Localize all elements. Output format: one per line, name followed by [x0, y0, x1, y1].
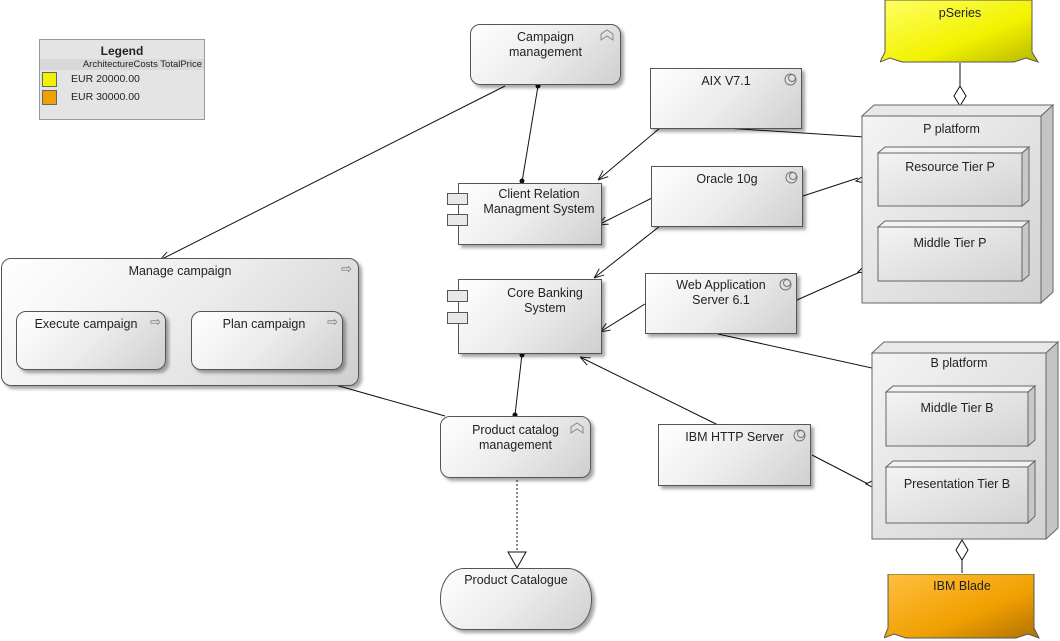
diamond-blade: [955, 539, 969, 561]
product-catalog-management-node[interactable]: Product catalog management: [440, 416, 591, 478]
product-catalogue-node[interactable]: Product Catalogue: [440, 568, 592, 630]
node-label: Client Relation Managment System: [483, 187, 595, 216]
b-platform-label: B platform: [930, 356, 988, 370]
middle-tier-p-node[interactable]: [876, 220, 1031, 284]
edge-aix-to-crm: [598, 127, 661, 180]
ibm-blade-device-node[interactable]: [884, 574, 1040, 641]
node-label: Campaign management: [509, 30, 582, 59]
function-icon: [570, 422, 584, 434]
legend-subtitle: ArchitectureCosts TotalPrice: [40, 59, 204, 70]
node-label: Product Catalogue: [464, 573, 568, 587]
edge-was-to-middlep: [796, 271, 861, 301]
node-label: IBM HTTP Server: [685, 430, 784, 444]
system-software-icon: [785, 171, 798, 184]
oracle-system-software-node[interactable]: Oracle 10g: [651, 166, 803, 227]
system-software-icon: [784, 73, 797, 86]
edge-campaign-to-manage: [160, 85, 506, 260]
legend-entry: EUR 20000.00: [40, 70, 204, 88]
edge-http-to-presentation: [811, 454, 869, 485]
legend-swatch-orange: [42, 90, 57, 105]
legend: Legend ArchitectureCosts TotalPrice EUR …: [39, 39, 205, 120]
web-application-server-node[interactable]: Web Application Server 6.1: [645, 273, 797, 334]
edge-core-to-catalog: [514, 353, 523, 416]
plan-campaign-process-node[interactable]: Plan campaign ⇨: [191, 311, 343, 370]
ibm-http-server-node[interactable]: IBM HTTP Server: [658, 424, 811, 486]
crm-component-node[interactable]: Client Relation Managment System: [458, 183, 602, 245]
process-icon: ⇨: [327, 314, 338, 329]
component-icon: [447, 290, 468, 302]
function-icon: [600, 29, 614, 41]
resource-tier-p-node[interactable]: [876, 146, 1031, 209]
node-label: Manage campaign: [128, 264, 232, 278]
presentation-tier-b-label: Presentation Tier B: [903, 477, 1011, 491]
pseries-label: pSeries: [938, 6, 982, 20]
execute-campaign-process-node[interactable]: Execute campaign ⇨: [16, 311, 166, 370]
legend-entry-label: EUR 30000.00: [71, 91, 140, 103]
middle-tier-b-node[interactable]: [884, 385, 1037, 449]
node-label: Core Banking System: [507, 286, 583, 315]
edge-oracle-to-core: [594, 225, 661, 278]
edge-was-to-core: [600, 303, 646, 332]
pseries-device-node[interactable]: [880, 0, 1040, 66]
component-icon: [447, 214, 468, 226]
legend-swatch-yellow: [42, 72, 57, 87]
ibm-blade-label: IBM Blade: [933, 579, 991, 593]
component-icon: [447, 312, 468, 324]
core-banking-component-node[interactable]: Core Banking System: [458, 279, 602, 354]
node-label: Execute campaign: [34, 317, 138, 331]
presentation-tier-b-node[interactable]: [884, 460, 1037, 526]
system-software-icon: [779, 278, 792, 291]
middle-tier-b-label: Middle Tier B: [920, 401, 994, 415]
node-label: Oracle 10g: [696, 172, 758, 186]
legend-entry: EUR 30000.00: [40, 88, 204, 106]
system-software-icon: [793, 429, 806, 442]
resource-tier-p-label: Resource Tier P: [905, 160, 995, 174]
node-label: Plan campaign: [222, 317, 306, 331]
diamond-pseries: [953, 85, 967, 107]
component-icon: [447, 193, 468, 205]
middle-tier-p-label: Middle Tier P: [913, 236, 987, 250]
node-label: Web Application Server 6.1: [676, 278, 766, 307]
legend-title: Legend: [100, 44, 144, 58]
edge-oracle-to-crm: [598, 197, 653, 225]
realization-arrowhead: [507, 551, 527, 570]
node-label: AIX V7.1: [701, 74, 751, 88]
process-icon: ⇨: [341, 261, 352, 276]
p-platform-label: P platform: [923, 122, 980, 136]
edge-http-to-core: [580, 357, 719, 426]
aix-system-software-node[interactable]: AIX V7.1: [650, 68, 802, 129]
legend-entry-label: EUR 20000.00: [71, 73, 140, 85]
edge-oracle-to-resource: [802, 177, 859, 197]
process-icon: ⇨: [150, 314, 161, 329]
edge-campaign-to-crm: [521, 85, 539, 183]
campaign-management-node[interactable]: Campaign management: [470, 24, 621, 85]
node-label: Product catalog management: [472, 423, 559, 452]
